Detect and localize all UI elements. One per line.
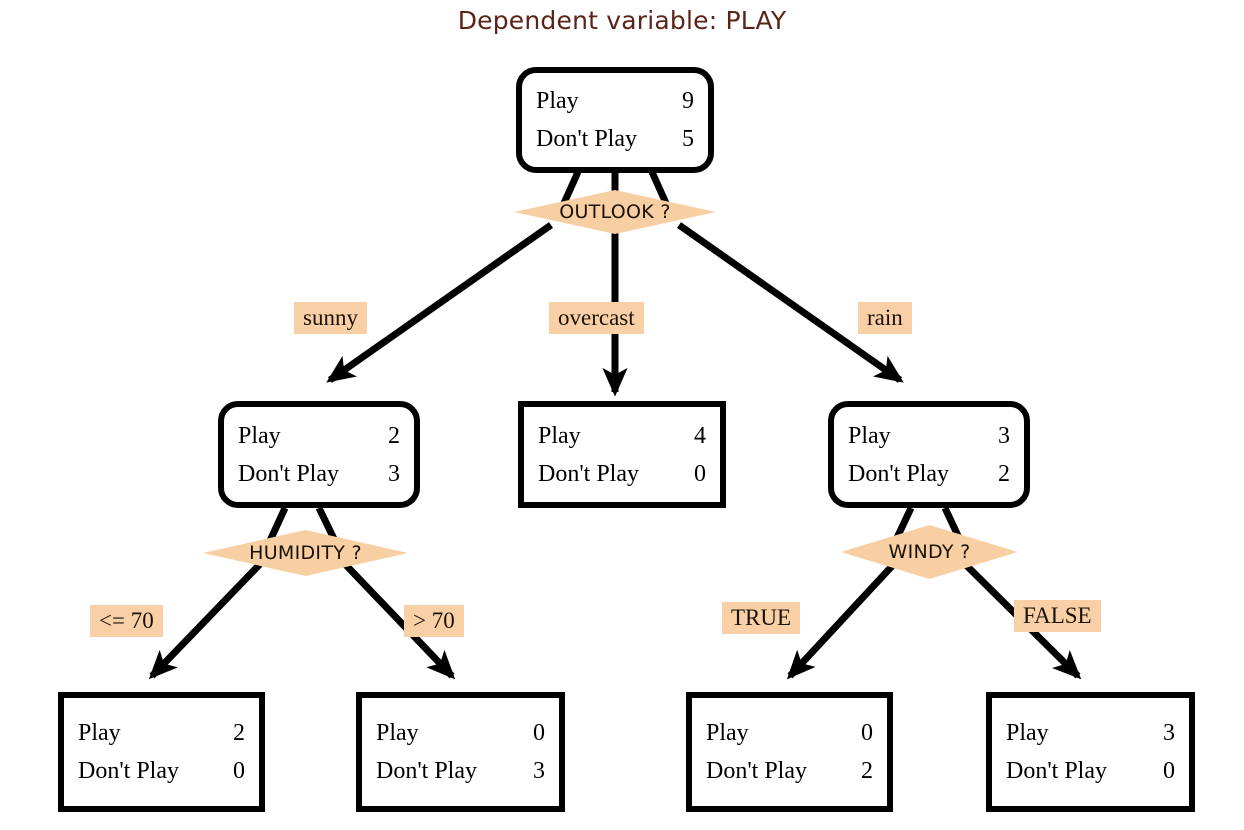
dont-play-count: 5	[682, 126, 694, 152]
play-label: Play	[536, 88, 579, 114]
outlook-test-label: OUTLOOK ?	[559, 201, 671, 223]
edge-label-windy-false: FALSE	[1014, 600, 1101, 633]
node-row-play: Play 3	[834, 424, 1024, 448]
edge-label-humidity-gt-70: > 70	[404, 605, 464, 638]
node-row-play: Play 0	[692, 721, 887, 745]
play-label: Play	[78, 720, 121, 746]
edge-label-sunny: sunny	[294, 302, 367, 335]
root-node[interactable]: Play 9 Don't Play 5	[516, 67, 714, 173]
humidity-test-label: HUMIDITY ?	[249, 542, 362, 564]
dont-play-label: Don't Play	[538, 460, 639, 487]
dont-play-count: 0	[1163, 758, 1175, 784]
node-row-dont-play: Don't Play 0	[992, 759, 1189, 783]
play-count: 0	[533, 720, 545, 746]
play-label: Play	[1006, 720, 1049, 746]
play-count: 3	[1163, 720, 1175, 746]
dont-play-label: Don't Play	[238, 460, 339, 487]
node-row-dont-play: Don't Play 3	[362, 759, 559, 783]
play-label: Play	[238, 422, 281, 449]
play-count: 2	[233, 720, 245, 746]
windy-true-leaf[interactable]: Play 0 Don't Play 2	[686, 692, 893, 812]
node-row-dont-play: Don't Play 2	[692, 759, 887, 783]
node-row-dont-play: Don't Play 2	[834, 462, 1024, 486]
play-label: Play	[538, 422, 581, 449]
windy-test-label: WINDY ?	[888, 541, 971, 563]
dont-play-count: 0	[233, 758, 245, 784]
play-label: Play	[376, 720, 419, 746]
edge-label-humidity-le-70: <= 70	[90, 605, 163, 638]
edge-label-overcast: overcast	[549, 302, 644, 335]
node-row-play: Play 4	[524, 424, 720, 448]
edge-label-windy-true: TRUE	[722, 602, 801, 635]
node-row-play: Play 9	[522, 89, 708, 113]
dont-play-count: 2	[861, 758, 873, 784]
overcast-leaf[interactable]: Play 4 Don't Play 0	[518, 401, 726, 508]
node-row-play: Play 2	[64, 721, 259, 745]
sunny-node[interactable]: Play 2 Don't Play 3	[218, 401, 420, 508]
play-count: 2	[388, 422, 400, 449]
play-label: Play	[848, 422, 891, 449]
dont-play-count: 3	[533, 758, 545, 784]
dont-play-count: 2	[998, 460, 1010, 487]
dont-play-count: 3	[388, 460, 400, 487]
node-row-play: Play 0	[362, 721, 559, 745]
edge-windy-true	[786, 562, 896, 680]
node-row-dont-play: Don't Play 0	[524, 462, 720, 486]
edge-label-rain: rain	[858, 302, 912, 335]
play-label: Play	[706, 720, 749, 746]
dont-play-label: Don't Play	[376, 758, 477, 784]
node-row-dont-play: Don't Play 5	[522, 127, 708, 151]
page-title: Dependent variable: PLAY	[457, 6, 787, 35]
humidity-decision-diamond[interactable]: HUMIDITY ?	[203, 530, 408, 576]
dont-play-label: Don't Play	[706, 758, 807, 784]
node-row-play: Play 2	[224, 424, 414, 448]
play-count: 0	[861, 720, 873, 746]
rain-node[interactable]: Play 3 Don't Play 2	[828, 401, 1030, 508]
humidity-gt-70-leaf[interactable]: Play 0 Don't Play 3	[356, 692, 565, 812]
node-row-dont-play: Don't Play 0	[64, 759, 259, 783]
play-count: 9	[682, 88, 694, 114]
node-row-dont-play: Don't Play 3	[224, 462, 414, 486]
dont-play-label: Don't Play	[1006, 758, 1107, 784]
dont-play-count: 0	[694, 460, 706, 487]
edge-humidity-le70	[148, 559, 265, 680]
play-count: 3	[998, 422, 1010, 449]
outlook-decision-diamond[interactable]: OUTLOOK ?	[514, 190, 716, 234]
play-count: 4	[694, 422, 706, 449]
dont-play-label: Don't Play	[78, 758, 179, 784]
windy-decision-diamond[interactable]: WINDY ?	[841, 525, 1018, 579]
humidity-le-70-leaf[interactable]: Play 2 Don't Play 0	[58, 692, 265, 812]
dont-play-label: Don't Play	[848, 460, 949, 487]
node-row-play: Play 3	[992, 721, 1189, 745]
dont-play-label: Don't Play	[536, 126, 637, 152]
windy-false-leaf[interactable]: Play 3 Don't Play 0	[986, 692, 1195, 812]
